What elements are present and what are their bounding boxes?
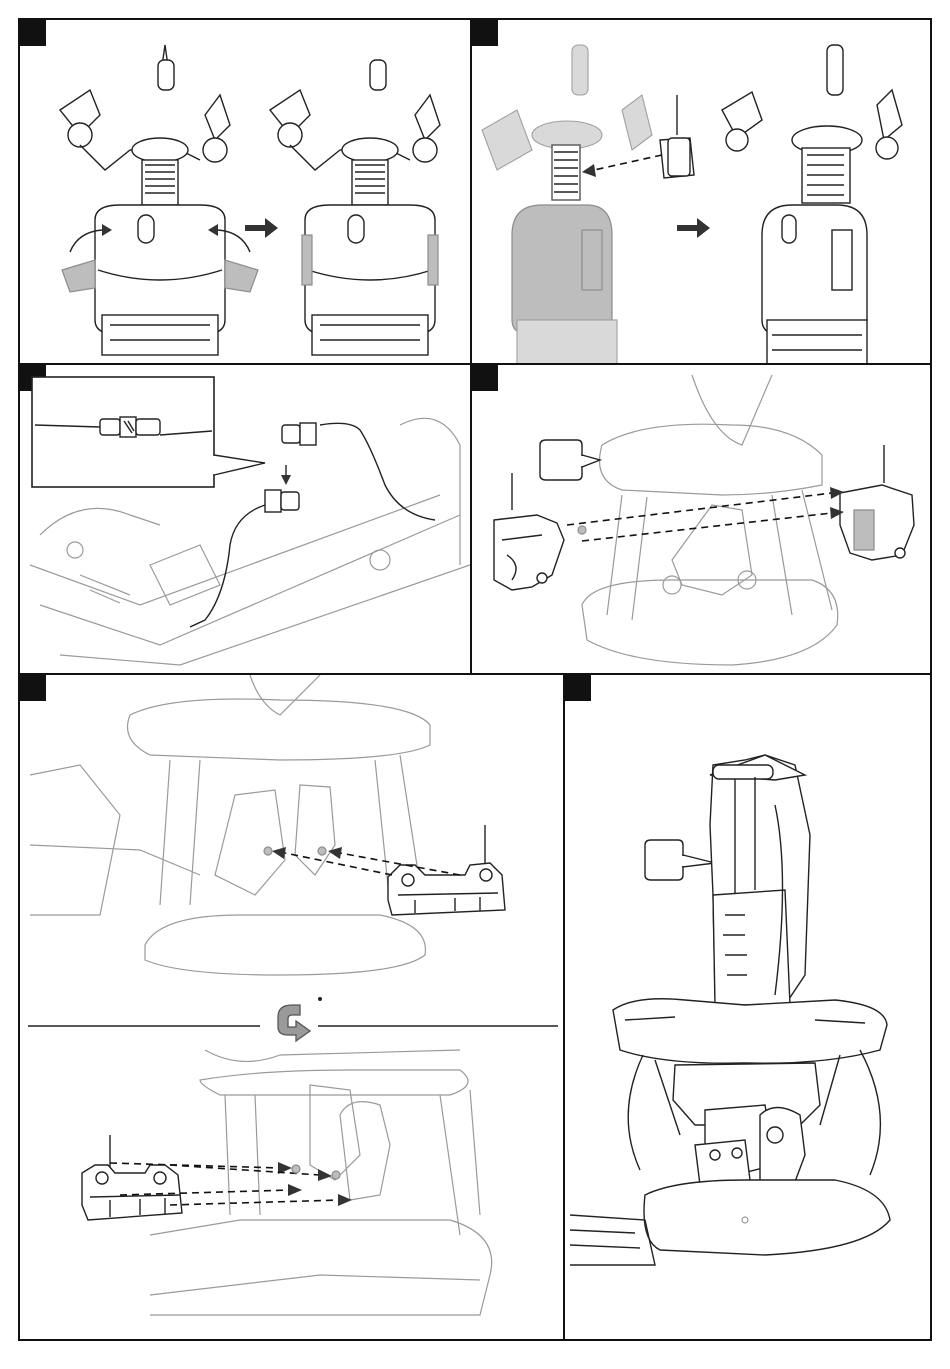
step-4-illustration — [472, 365, 932, 675]
rotate-view-icon — [278, 1005, 310, 1041]
step-1-illustration — [20, 20, 472, 365]
chest-part — [660, 95, 694, 178]
step-4-panel — [470, 363, 932, 675]
front-hip-plate — [388, 825, 505, 915]
step-6-illustration — [565, 675, 932, 1341]
callout-label-box — [645, 840, 715, 880]
hip-back-ghost — [150, 1050, 492, 1315]
torso-waist-part — [710, 755, 810, 1005]
step-2-panel — [470, 18, 932, 365]
robot-assembled — [722, 45, 902, 365]
left-hip-cover — [494, 473, 564, 590]
right-hip-cover — [840, 445, 914, 560]
callout-label-box — [540, 440, 600, 480]
robot-ghost — [482, 45, 652, 365]
step-1-panel — [18, 18, 472, 365]
hip-front-ghost — [30, 675, 430, 975]
next-arrow-icon — [677, 218, 710, 238]
robot-head-after — [270, 60, 440, 355]
connector-pair — [190, 423, 435, 627]
step-2-illustration — [472, 20, 932, 365]
step-5-illustration — [20, 675, 565, 1341]
step-3-panel — [18, 363, 472, 675]
robot-head-before — [60, 45, 258, 355]
detail-inset — [32, 377, 265, 487]
step-5-panel — [18, 673, 565, 1341]
step-3-illustration — [20, 365, 472, 675]
next-arrow-icon — [245, 218, 278, 238]
hip-assembly-ghost — [582, 375, 838, 665]
back-hip-plate — [82, 1135, 182, 1220]
hip-assembly — [570, 999, 890, 1265]
step-6-panel — [563, 673, 932, 1341]
